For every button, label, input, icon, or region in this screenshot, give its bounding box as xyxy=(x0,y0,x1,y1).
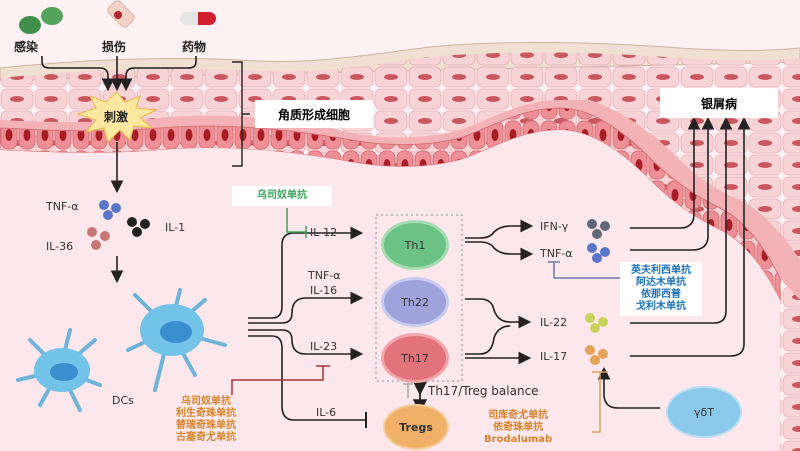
treg-inhibit-mark xyxy=(403,383,413,398)
drug-item: 乌司奴单抗 xyxy=(181,396,231,407)
bacteria-icon xyxy=(19,7,63,34)
stimulus-burst xyxy=(76,91,158,143)
gdt-arrow xyxy=(597,366,660,409)
drug-item: Brodalumab xyxy=(484,434,553,445)
il-17-cluster xyxy=(585,345,608,365)
il-1-label: IL-1 xyxy=(165,221,186,234)
capsule-icon xyxy=(180,12,216,25)
il12-inhibitor-line xyxy=(286,208,307,238)
tnf-alpha-effector-cluster xyxy=(587,243,610,263)
th17-cell: Th17 xyxy=(381,333,449,383)
tnf-alpha-label: TNF-α xyxy=(46,200,79,213)
tnf-alpha-effector-label: TNF-α xyxy=(540,247,573,260)
il-22-label: IL-22 xyxy=(540,316,568,329)
tregs-label: Tregs xyxy=(399,420,433,434)
psoriasis-label: 银屑病 xyxy=(700,96,737,111)
dcs-label: DCs xyxy=(112,394,134,407)
ifn-gamma-label: IFN-γ xyxy=(540,220,569,233)
drug-item: 依奇珠单抗 xyxy=(493,422,544,433)
drug-ustekinumab-green: 乌司奴单抗 xyxy=(257,190,307,201)
tnf-inhibitor-list: 英夫利西单抗 阿达木单抗 依那西普 戈利木单抗 xyxy=(631,265,691,313)
th1-cell: Th1 xyxy=(381,220,449,270)
il17-inhibitor-bracket xyxy=(592,371,608,433)
drug-item: 司库奇尤单抗 xyxy=(488,410,549,421)
th17-label: Th17 xyxy=(401,351,429,365)
basal-layer xyxy=(0,100,800,300)
tregs-cell: Tregs xyxy=(383,404,449,450)
tnf-inhibitor-line xyxy=(548,261,620,279)
tnf-inhibitor-box: 英夫利西单抗 阿达木单抗 依那西普 戈利木单抗 xyxy=(620,262,702,316)
trigger-drug-label: 药物 xyxy=(182,40,207,54)
ifn-gamma-cluster xyxy=(587,219,610,239)
psoriasis-label-box: 银屑病 xyxy=(660,88,778,118)
th1-outputs xyxy=(465,219,534,365)
drug-item: 替瑞奇珠单抗 xyxy=(176,420,236,431)
dendritic-cell-nucleus xyxy=(50,363,78,381)
keratinocyte-label-box: 角质形成细胞 xyxy=(255,100,373,128)
th17-treg-balance-label: Th17/Treg balance xyxy=(428,384,539,398)
th22-label: Th22 xyxy=(401,295,429,309)
dc-pathways xyxy=(248,226,367,428)
il-22-cluster xyxy=(585,313,608,333)
wound-icon xyxy=(107,0,135,28)
il-12-label: IL-12 xyxy=(310,226,338,239)
il-1-cluster xyxy=(127,217,150,237)
drug-item: 阿达木单抗 xyxy=(636,277,686,288)
th22-cell: Th22 xyxy=(381,277,449,327)
il-23-label: IL-23 xyxy=(310,340,338,353)
drug-item: 戈利木单抗 xyxy=(636,301,686,312)
gamma-delta-t-cell: γδT xyxy=(666,386,742,438)
tnf-alpha-cluster xyxy=(99,200,121,220)
il12-23-inhibitor-box: 乌司奴单抗 xyxy=(232,186,332,206)
il17-inhibitor-list: 司库奇尤单抗 依奇珠单抗 Brodalumab xyxy=(484,410,552,446)
il-6-label: IL-6 xyxy=(316,406,337,419)
stimulus-label: 刺激 xyxy=(104,110,129,124)
trigger-injury-label: 损伤 xyxy=(102,40,127,54)
drug-item: 英夫利西单抗 xyxy=(631,265,691,276)
il-17-label: IL-17 xyxy=(540,350,568,363)
trigger-infection-label: 感染 xyxy=(14,40,39,54)
drug-item: 依那西普 xyxy=(641,289,681,300)
keratinocyte-bracket xyxy=(232,61,250,167)
effector-to-psoriasis xyxy=(630,116,751,357)
keratinocyte-label: 角质形成细胞 xyxy=(277,107,350,122)
il-16-label: IL-16 xyxy=(310,284,338,297)
il23-inhibitor-list: 乌司奴单抗 利生奇珠单抗 替瑞奇珠单抗 古塞奇尤单抗 xyxy=(176,396,236,444)
drug-item: 古塞奇尤单抗 xyxy=(176,432,236,443)
il-36-cluster xyxy=(87,227,110,250)
drug-item: 利生奇珠单抗 xyxy=(176,408,236,419)
th1-label: Th1 xyxy=(404,238,426,252)
gamma-delta-t-label: γδT xyxy=(694,405,714,419)
dendritic-cell-nucleus xyxy=(160,321,192,343)
il23-inhibitor-line xyxy=(231,365,330,395)
il-36-label: IL-36 xyxy=(46,240,74,253)
tnf-alpha-dc-label: TNF-α xyxy=(308,269,341,282)
trigger-arrows xyxy=(41,56,197,92)
